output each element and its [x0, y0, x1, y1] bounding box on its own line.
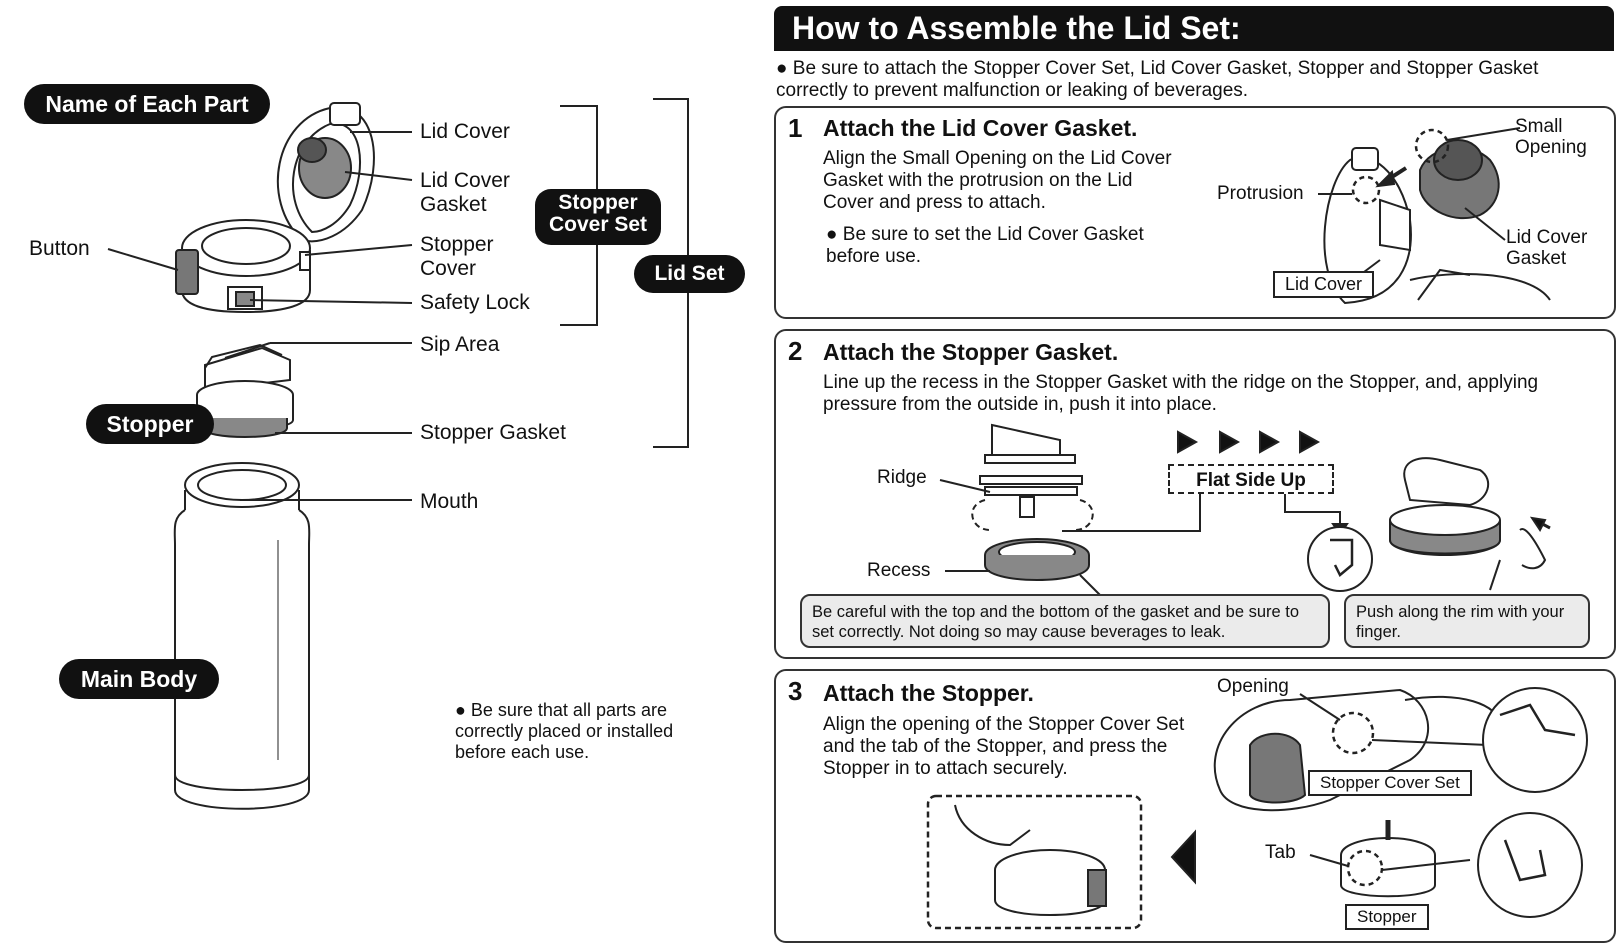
assemble-title: How to Assemble the Lid Set:: [792, 10, 1241, 46]
stopper-drawing: [196, 343, 294, 438]
stopper-heading: Stopper: [86, 404, 214, 444]
step2-callout-left: Be careful with the top and the bottom o…: [800, 594, 1330, 648]
step1-label-protrusion: Protrusion: [1217, 183, 1304, 204]
step3-result-box: [926, 794, 1143, 930]
label-sip-area: Sip Area: [420, 333, 500, 356]
step3-label-tab: Tab: [1265, 842, 1296, 863]
step1-bullet: Be sure to set the Lid Cover Gasket befo…: [826, 224, 1191, 268]
step1-label-lid-cover: Lid Cover: [1273, 271, 1375, 298]
step3-label-stopper: Stopper: [1345, 904, 1429, 930]
step2-text: Line up the recess in the Stopper Gasket…: [823, 372, 1539, 415]
label-lid-cover-gasket: Lid Cover Gasket: [420, 169, 510, 216]
step3-label-stopper-cover-set: Stopper Cover Set: [1308, 770, 1472, 796]
step2-label-recess: Recess: [867, 560, 931, 581]
step2-number: 2: [788, 336, 803, 366]
step2-stopper-drawing: [971, 423, 1094, 531]
step3-text: Align the opening of the Stopper Cover S…: [823, 714, 1185, 779]
assemble-title-bar: [774, 6, 1614, 51]
step1-title: Attach the Lid Cover Gasket.: [823, 115, 1138, 141]
label-safety-lock: Safety Lock: [420, 291, 530, 314]
step1-label-lid-cover-gasket: Lid Cover Gasket: [1506, 227, 1588, 269]
lid-set-group-label: Lid Set: [634, 255, 745, 293]
step2-callout-right: Push along the rim with your finger.: [1344, 594, 1590, 648]
step1-panel: [774, 106, 1616, 319]
stopper-cover-drawing: [175, 219, 311, 314]
label-lid-cover: Lid Cover: [420, 120, 510, 143]
step3-zoom-circle-bottom: [1477, 812, 1583, 918]
step3-panel: [774, 669, 1616, 943]
label-button: Button: [29, 237, 90, 260]
name-of-each-part-heading: Name of Each Part: [24, 84, 270, 124]
step1-number: 1: [788, 113, 803, 143]
step2-title: Attach the Stopper Gasket.: [823, 339, 1119, 365]
step1-text: Align the Small Opening on the Lid Cover…: [823, 148, 1172, 213]
step2-label-ridge: Ridge: [877, 467, 927, 488]
main-body-heading: Main Body: [59, 659, 219, 699]
step3-cover-set-drawing: [1213, 688, 1501, 812]
label-mouth: Mouth: [420, 490, 479, 513]
lid-cover-drawing: [277, 102, 375, 243]
step1-label-small-opening: Small Opening: [1515, 116, 1587, 158]
step3-title: Attach the Stopper.: [823, 680, 1034, 706]
step2-flat-side-up: Flat Side Up: [1168, 464, 1334, 494]
step3-zoom-circle-top: [1482, 687, 1588, 793]
step3-stopper-drawing: [1340, 820, 1436, 898]
main-body-drawing: [173, 462, 311, 810]
label-stopper-gasket: Stopper Gasket: [420, 421, 566, 444]
step2-gasket-drawing: [984, 538, 1090, 581]
left-note: Be sure that all parts are correctly pla…: [455, 700, 725, 763]
step3-label-opening: Opening: [1217, 676, 1289, 697]
stopper-cover-set-group-label: Stopper Cover Set: [535, 189, 661, 245]
step2-finger-drawing: [1389, 457, 1551, 570]
step2-detail-circle: [1307, 526, 1373, 592]
label-stopper-cover: Stopper Cover: [420, 233, 494, 280]
step3-number: 3: [788, 676, 803, 706]
step2-panel: [774, 329, 1616, 659]
assemble-intro: Be sure to attach the Stopper Cover Set,…: [776, 58, 1596, 102]
